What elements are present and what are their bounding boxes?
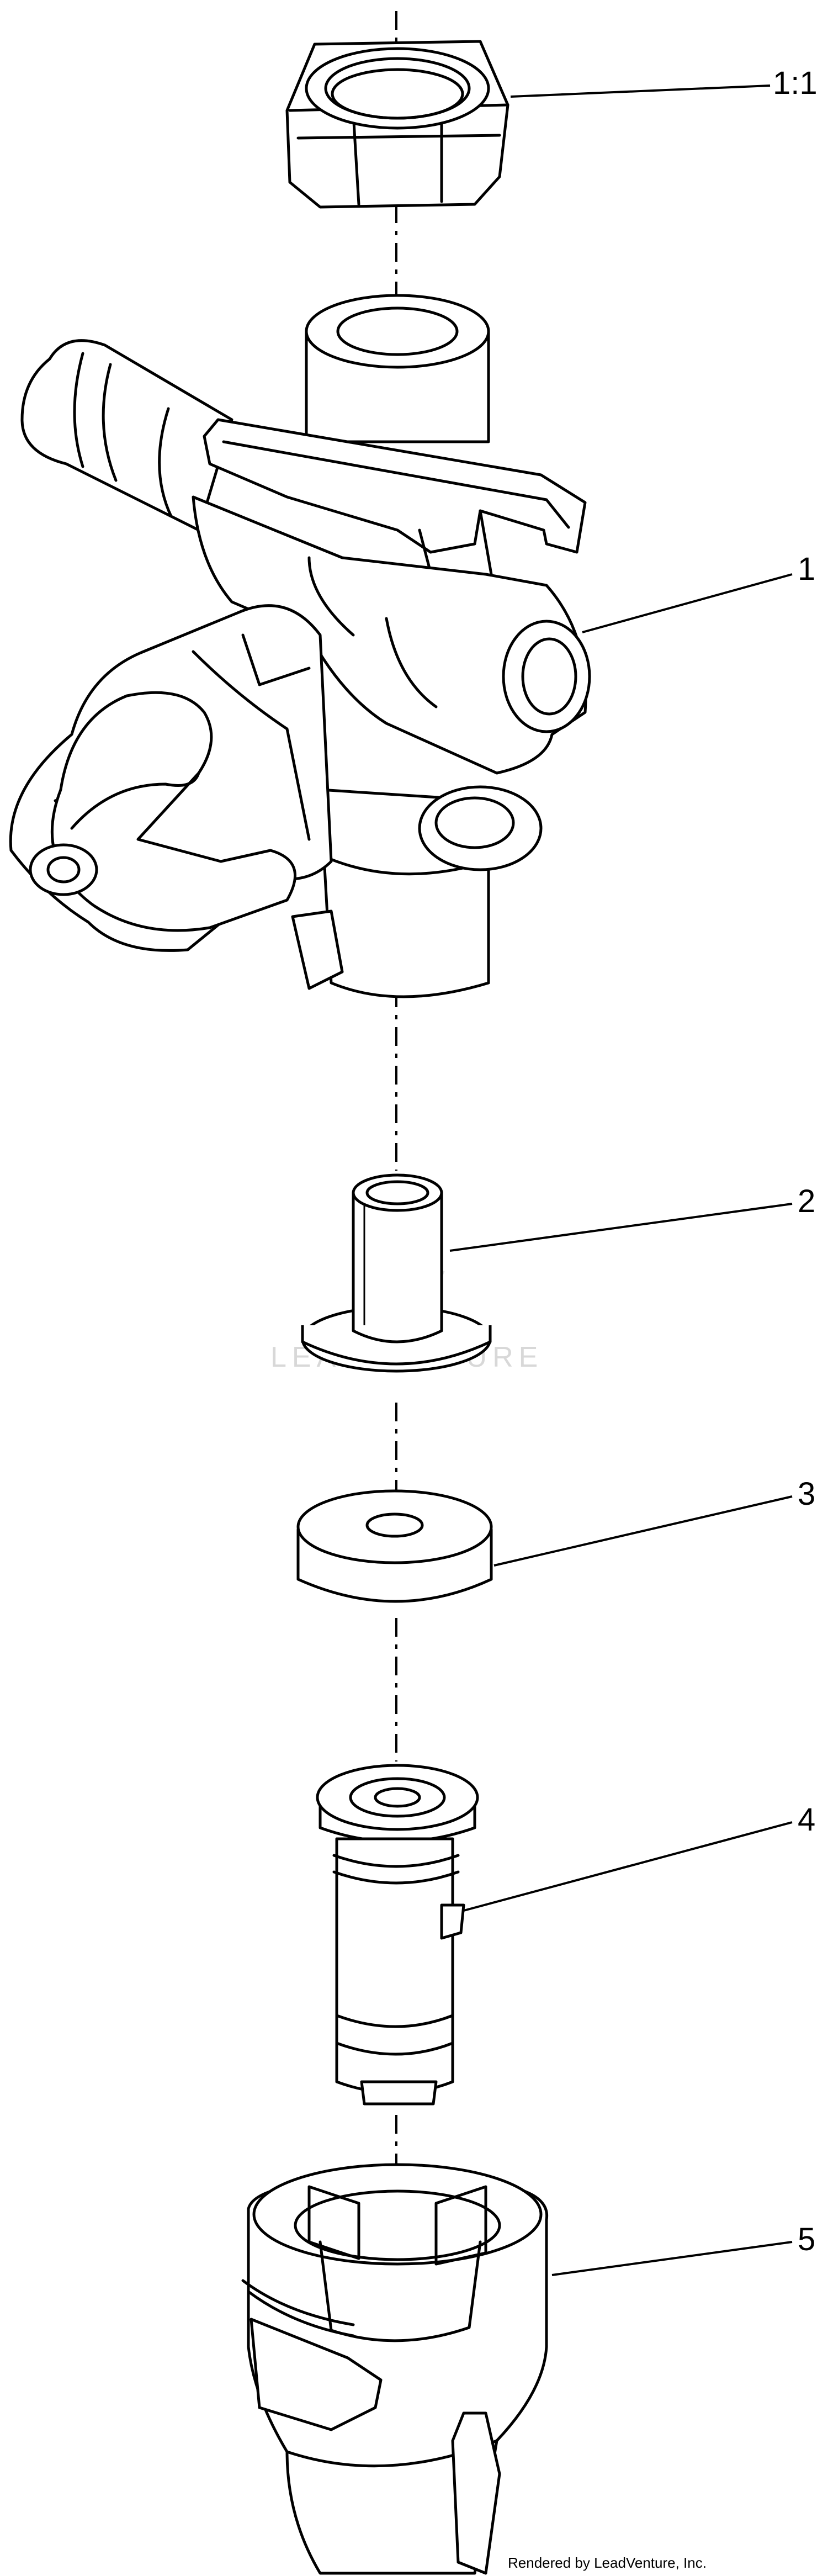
part-nozzle-body (9, 294, 591, 998)
part-hex-nut (285, 40, 509, 209)
callout-1-1: 1:1 (773, 65, 818, 101)
leader-lines (449, 84, 793, 2276)
callout-5: 5 (798, 2221, 815, 2257)
callout-4: 4 (798, 1802, 815, 1838)
render-credit: Rendered by LeadVenture, Inc. (508, 2554, 707, 2571)
part-quick-cap (241, 2163, 549, 2575)
callout-3: 3 (798, 1476, 815, 1512)
callout-1: 1 (798, 551, 815, 587)
part-nozzle-tip (316, 1764, 479, 2106)
part-washer (296, 1489, 493, 1603)
part-insert-tube (301, 1173, 492, 1373)
callout-2: 2 (798, 1183, 815, 1219)
callout-labels: 1:1 1 2 3 4 5 (773, 65, 818, 2257)
